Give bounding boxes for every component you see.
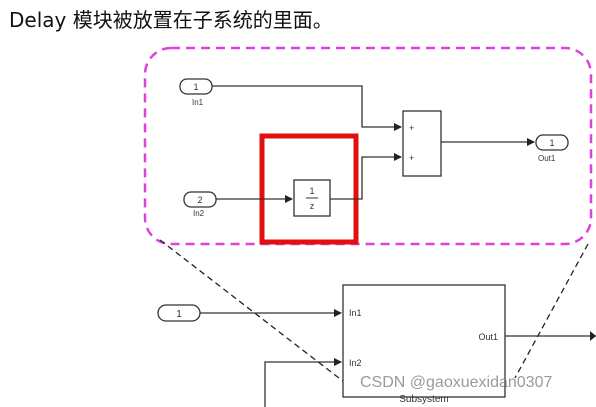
in1-port-number: 1 xyxy=(193,82,198,92)
delay-denominator: z xyxy=(310,201,315,211)
watermark-text: CSDN @gaoxuexidan0307 xyxy=(360,374,553,391)
parent-in-port[interactable]: 1 xyxy=(157,304,201,322)
unit-delay-block[interactable]: 1 z xyxy=(293,179,331,217)
zoom-line-right xyxy=(514,243,589,379)
in2-port-number: 2 xyxy=(197,195,202,205)
subsystem-output-label: Out1 xyxy=(478,332,498,342)
signal-delay-to-sum xyxy=(330,153,402,200)
subsystem-zoom-frame xyxy=(143,46,593,246)
signal-in1-to-sum xyxy=(212,85,402,131)
out1-port-number: 1 xyxy=(549,138,554,148)
out-arrowhead xyxy=(590,331,596,341)
parent-in-port-number: 1 xyxy=(176,309,182,320)
subsystem-input-1-label: In1 xyxy=(349,308,362,318)
delay-numerator: 1 xyxy=(309,186,314,196)
delay-highlight-box xyxy=(259,133,359,245)
subsystem-name-label: Subsystem xyxy=(399,394,448,405)
sum-block[interactable]: + + xyxy=(402,110,442,177)
signal-to-subsystem-in2 xyxy=(264,358,342,407)
out1-port[interactable]: 1 xyxy=(535,134,569,151)
in1-port[interactable]: 1 xyxy=(179,78,213,95)
sum-sign-bottom: + xyxy=(409,153,414,163)
out1-port-label: Out1 xyxy=(538,154,556,163)
in2-port-label: In2 xyxy=(193,209,205,218)
in1-port-label: In1 xyxy=(192,98,204,107)
caption-text: Delay 模块被放置在子系统的里面。 xyxy=(9,8,333,32)
sum-sign-top: + xyxy=(409,123,414,133)
in2-port[interactable]: 2 xyxy=(183,191,217,208)
subsystem-block[interactable]: In1 In2 Out1 xyxy=(342,284,506,398)
subsystem-input-2-label: In2 xyxy=(349,358,362,368)
